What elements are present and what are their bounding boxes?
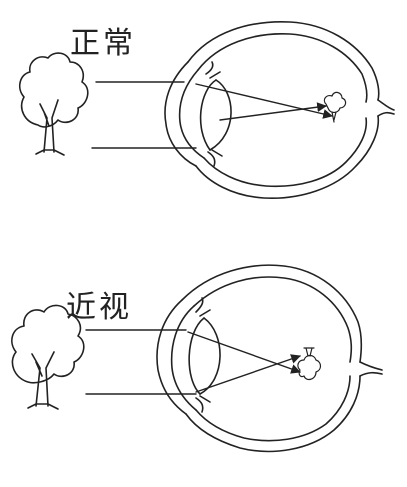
myopia-eye-panel	[11, 264, 383, 453]
tree-icon	[18, 52, 89, 156]
myopia-light-rays	[85, 329, 301, 395]
normal-retinal-image	[323, 91, 347, 123]
normal-vision-label: 正常	[70, 26, 136, 61]
normal-eyeball	[164, 21, 395, 200]
myopia-eyeball	[156, 264, 383, 453]
normal-light-rays	[91, 81, 333, 149]
myopia-retinal-image	[297, 347, 322, 381]
tree-icon	[11, 304, 85, 410]
normal-eye-panel	[18, 21, 395, 200]
